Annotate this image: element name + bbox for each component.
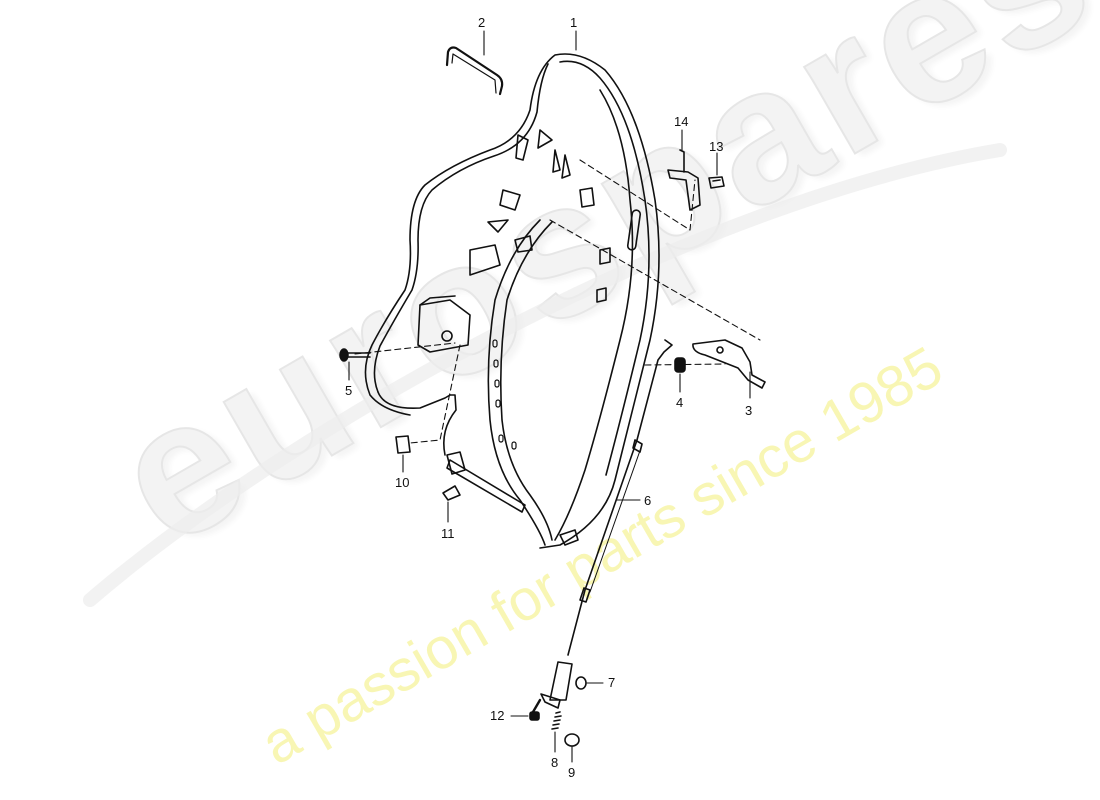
callout-8[interactable]: 8 [551,755,559,770]
part-1-backrest-frame[interactable] [364,53,660,549]
leader-lines [348,30,751,763]
part-12-bolt[interactable] [529,698,542,721]
watermark-swoosh [83,143,1007,607]
part-7-washer[interactable] [575,676,587,690]
cable-end-housing[interactable] [540,661,573,709]
callout-11[interactable]: 11 [441,526,455,541]
callout-5[interactable]: 5 [345,383,353,398]
part-4-nut[interactable] [674,357,686,373]
part-9-cap[interactable] [564,733,580,747]
part-8-spring[interactable] [551,711,562,730]
part-2-guide-bar[interactable] [445,46,504,96]
callout-3[interactable]: 3 [745,403,753,418]
callout-9[interactable]: 9 [568,765,576,780]
callout-12[interactable]: 12 [490,708,505,723]
callout-13[interactable]: 13 [709,139,724,154]
callout-2[interactable]: 2 [478,15,486,30]
part-6-cable[interactable] [567,339,673,656]
part-11-clip[interactable] [442,485,461,501]
part-3-release-lever[interactable] [692,339,766,389]
part-5-screw[interactable] [339,348,371,362]
callout-7[interactable]: 7 [608,675,616,690]
callout-10[interactable]: 10 [395,475,410,490]
part-13-clip[interactable] [708,176,725,189]
callout-14[interactable]: 14 [674,114,689,129]
callout-1[interactable]: 1 [570,15,578,30]
callout-6[interactable]: 6 [644,493,652,508]
callout-4[interactable]: 4 [676,395,684,410]
part-10-clip[interactable] [395,435,411,454]
part-14-bracket[interactable] [667,149,701,211]
